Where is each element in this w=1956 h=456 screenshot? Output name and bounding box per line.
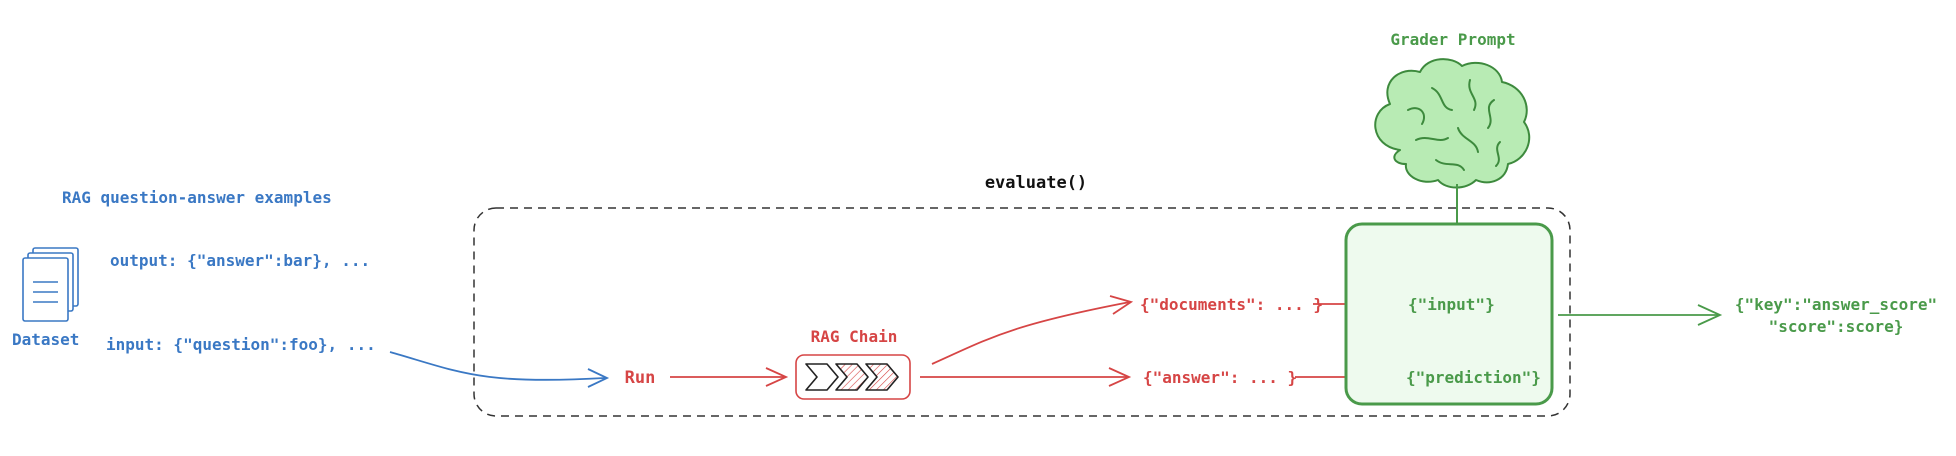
evaluate-group: evaluate(): [473, 173, 1571, 417]
run-to-chain-arrowhead: [765, 367, 789, 387]
dataset-title: RAG question-answer examples: [62, 188, 332, 207]
result-group: {"key":"answer_score" "score":score}: [1735, 295, 1937, 336]
evaluate-label: evaluate(): [985, 173, 1087, 193]
grader-input-label: {"input"}: [1408, 295, 1495, 314]
dataset-group: RAG question-answer examples Dataset out…: [12, 188, 610, 388]
grader-group: Grader Prompt {"input"} {"prediction"}: [1344, 30, 1723, 406]
dataset-icon: [22, 247, 79, 322]
chain-to-documents-arrowhead: [1109, 295, 1134, 315]
grader-prediction-label: {"prediction"}: [1406, 368, 1541, 387]
result-line-2: "score":score}: [1769, 317, 1904, 336]
grader-box: [1344, 222, 1554, 406]
brain-icon: [1374, 58, 1531, 189]
result-line-1: {"key":"answer_score": [1735, 295, 1937, 314]
input-to-run-arrowhead: [587, 368, 610, 388]
chain-steps-icon: [805, 363, 899, 391]
chain-to-documents-arrow: [931, 301, 1131, 365]
documents-output: {"documents": ... }: [1140, 295, 1323, 314]
run-group: Run: [625, 367, 789, 388]
rag-chain-label: RAG Chain: [811, 327, 898, 346]
input-to-run-arrow: [389, 351, 606, 381]
dataset-output-example: output: {"answer":bar}, ...: [110, 251, 370, 270]
rag-chain-group: RAG Chain: [795, 295, 1134, 400]
run-label: Run: [625, 368, 656, 388]
outputs-group: {"documents": ... } {"answer": ... }: [1140, 294, 1399, 387]
evaluate-boundary: [473, 207, 1571, 417]
dataset-input-example: input: {"question":foo}, ...: [106, 335, 376, 354]
chain-to-answer-arrowhead: [1108, 367, 1132, 387]
grader-title: Grader Prompt: [1390, 30, 1515, 49]
answer-output: {"answer": ... }: [1143, 368, 1297, 387]
grader-to-result-arrowhead: [1697, 304, 1723, 326]
dataset-label: Dataset: [12, 330, 79, 349]
